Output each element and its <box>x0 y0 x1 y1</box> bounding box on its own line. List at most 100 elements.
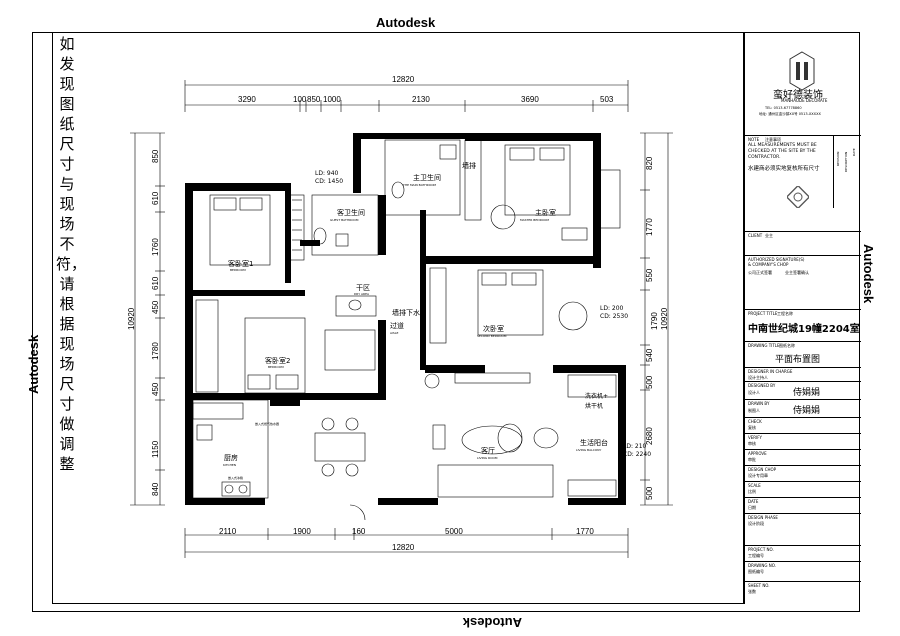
designed-by-name: 侍娟娟 <box>793 388 821 398</box>
drawn-by-label: DRAWN BY <box>748 401 770 406</box>
company-address: 地址: 通州区金沙镇XX号 0513-XXXXX <box>759 112 821 116</box>
verify-label: VERIFY <box>748 435 762 440</box>
approve-cn: 审批 <box>748 457 756 462</box>
drain-2-label: 墙排下水 <box>392 308 420 317</box>
project-no-row: PROJECT NO. 工程编号 <box>745 545 861 561</box>
second-bed-cd: CD: 2530 <box>600 313 628 320</box>
left-dim-5: 450 <box>151 300 160 314</box>
revision-header-3: DATE <box>852 148 856 156</box>
drawn-by-row: DRAWN BY 制图人 侍娟娟 <box>745 399 861 417</box>
signature-label: AUTHORIZED SIGNATURE(S) & COMPANY'S CHOP <box>748 257 805 267</box>
bedroom1-label: 客卧室1 <box>228 259 253 268</box>
right-dim-5: 500 <box>645 375 654 389</box>
drawing-label: DRAWING TITLE <box>748 343 780 348</box>
client-label: CLIENT <box>748 233 763 238</box>
company-name-en: MANHAODE DECORATE <box>781 98 828 103</box>
right-dim-7: 500 <box>645 486 654 500</box>
date-row: DATE 日期 <box>745 497 861 513</box>
note-label-cn: 注意事项 <box>765 137 781 142</box>
drawing-no-cn: 图纸编号 <box>748 569 764 574</box>
top-dim-4: 1000 <box>323 95 341 104</box>
scale-cn: 比例 <box>748 489 756 494</box>
autodesk-top-label: Autodesk <box>376 15 436 30</box>
right-total-dim-a: 10920 <box>660 307 669 330</box>
top-total-dim: 12820 <box>392 75 415 84</box>
scale-row: SCALE 比例 <box>745 481 861 497</box>
left-dim-8: 1150 <box>151 440 160 458</box>
top-dim-2: 100 <box>293 95 307 104</box>
balcony-label: 生活阳台 <box>580 438 608 447</box>
note-label: NOTE <box>748 137 760 142</box>
second-bed-ld: LD: 200 <box>600 305 624 312</box>
decorative-pattern-icon <box>785 184 811 210</box>
check-cn: 复核 <box>748 425 756 430</box>
kitchen-label: 厨房 <box>224 453 238 462</box>
signature-label-cn: 公司正式签署 <box>748 270 772 275</box>
designed-by-row: DESIGNED BY 设计人 侍娟娟 <box>745 381 861 399</box>
second-bed-label: 次卧室 <box>483 324 504 333</box>
design-phase-cn: 设计阶段 <box>748 521 764 526</box>
dry-area-label-en: DRY AREA <box>354 292 370 296</box>
designed-by-label: DESIGNED BY <box>748 383 776 388</box>
left-dim-7: 450 <box>151 382 160 396</box>
left-dim-9: 840 <box>151 482 160 496</box>
drawing-no-row: DRAWING NO. 图纸编号 <box>745 561 861 581</box>
right-dim-1: 820 <box>645 156 654 170</box>
sheet-no-row: SHEET NO. 张数 <box>745 581 861 604</box>
project-no-label: PROJECT NO. <box>748 547 774 552</box>
verify-row: VERIFY 审核 <box>745 433 861 449</box>
top-dim-5: 2130 <box>412 95 430 104</box>
floor-plan: 12820 3290 100 850 1000 2130 3690 503 21… <box>127 75 673 558</box>
master-bath-label-en: THE MAIN BATHROOM <box>402 183 436 187</box>
note-section: NOTE 注意事项 ALL MEASUREMENTS MUST BE CHECK… <box>745 135 861 263</box>
right-dim-4: 540 <box>645 348 654 362</box>
design-phase-label: DESIGN PHASE <box>748 515 778 520</box>
designer-charge-cn: 设计主持人 <box>748 375 768 380</box>
drawing-title: 平面布置图 <box>775 355 821 365</box>
designer-charge-row: DESIGNER IN CHARGE 设计主持人 <box>745 367 861 381</box>
right-dim-6: 2680 <box>645 427 654 445</box>
left-dim-6: 1780 <box>151 342 160 360</box>
check-label: CHECK <box>748 419 762 424</box>
project-no-cn: 工程编号 <box>748 553 764 558</box>
designed-by-cn: 设计人 <box>748 390 760 395</box>
approve-row: APPROVE 审批 <box>745 449 861 465</box>
sheet-no-cn: 张数 <box>748 589 756 594</box>
top-dim-3: 850 <box>307 95 321 104</box>
left-total-dim: 10920 <box>127 307 136 330</box>
top-dim-7: 503 <box>600 95 614 104</box>
design-chop-label: DESIGN CHOP <box>748 467 777 472</box>
revision-header-1: REVISION <box>836 151 840 166</box>
top-dim-6: 3690 <box>521 95 539 104</box>
second-bed-label-en: SECOND BEDROOM <box>477 334 507 338</box>
left-dim-2: 610 <box>151 191 160 205</box>
project-title: 中南世纪城19幢2204室 <box>748 324 860 335</box>
living-label-en: LIVING ROOM <box>477 456 498 460</box>
right-dim-3: 550 <box>645 268 654 282</box>
title-block: 蛮好德装饰 MANHAODE DECORATE TEL: 0513-677788… <box>744 32 861 604</box>
master-bed-label: 主卧室 <box>535 208 556 217</box>
approve-label: APPROVE <box>748 451 767 456</box>
bedroom2-label: 客卧室2 <box>265 356 290 365</box>
drawing-title-section: DRAWING TITLE 图纸名称 平面布置图 <box>745 341 861 367</box>
project-label-cn: 工程名称 <box>777 311 793 316</box>
scale-label: SCALE <box>748 483 761 488</box>
date-label: DATE <box>748 499 759 504</box>
washer-label: 洗衣机+ <box>585 392 608 400</box>
check-row: CHECK 复核 <box>745 417 861 433</box>
left-dim-3: 1760 <box>151 238 160 256</box>
client-label-cn: 业主 <box>765 233 773 238</box>
client-section: CLIENT 业主 <box>745 231 861 255</box>
left-dim-4: 610 <box>151 276 160 290</box>
drawing-label-cn: 图纸名称 <box>779 343 795 348</box>
living-label: 客厅 <box>481 446 495 455</box>
autodesk-right-label: Autodesk <box>861 244 876 304</box>
project-section: PROJECT TITLE 工程名称 中南世纪城19幢2204室 <box>745 309 861 341</box>
right-dim-2: 1770 <box>645 218 654 236</box>
signature-section: AUTHORIZED SIGNATURE(S) & COMPANY'S CHOP… <box>745 255 861 341</box>
drain-1-label: 墙排 <box>462 161 476 170</box>
verify-cn: 审核 <box>748 441 756 446</box>
project-label: PROJECT TITLE <box>748 311 778 316</box>
design-phase-row: DESIGN PHASE 设计阶段 <box>745 513 861 529</box>
dry-area-label: 干区 <box>356 284 370 292</box>
